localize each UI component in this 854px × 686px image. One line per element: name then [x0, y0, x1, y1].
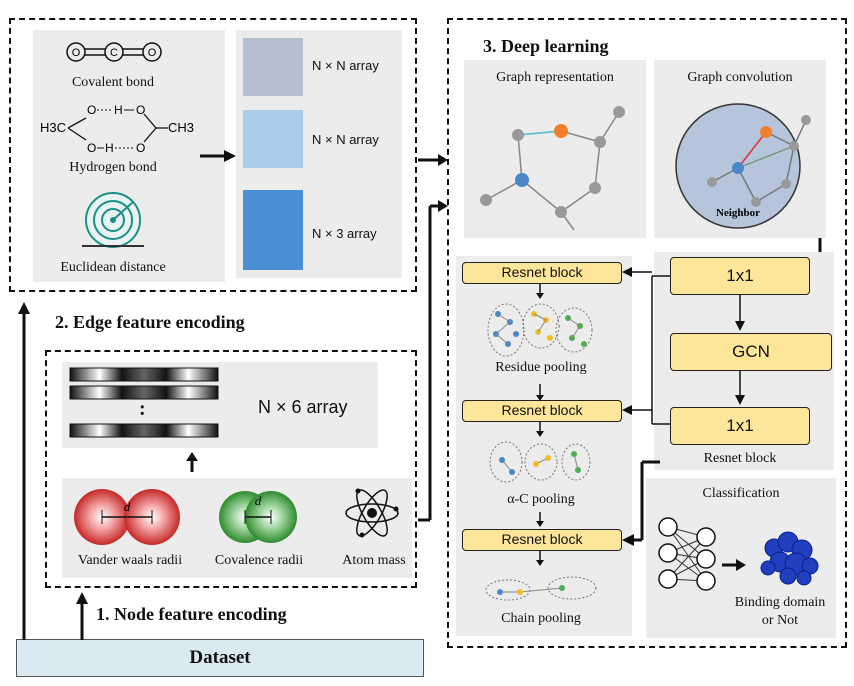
euclidean-distance-label: Euclidean distance: [60, 260, 166, 275]
conv-1x1-bottom: 1x1: [670, 407, 810, 445]
graph-convolution-label: Graph convolution: [687, 70, 793, 85]
svg-text:d: d: [255, 493, 262, 508]
classification-label: Classification: [702, 486, 780, 501]
array-label-3: N × 3 array: [312, 226, 377, 241]
atom-mass-label: Atom mass: [342, 553, 406, 568]
or-not-label: or Not: [761, 613, 799, 628]
neural-network-icon: [658, 517, 716, 591]
graph-convolution-diagram: Neighbor: [675, 103, 811, 229]
array-label-2: N × N array: [312, 132, 379, 147]
gcn-box: GCN: [670, 333, 832, 371]
atom-c: C: [110, 47, 118, 59]
resnet-block-3: Resnet block: [462, 529, 622, 551]
nx3-array-grid: [243, 190, 303, 270]
deep-learning-box: [447, 18, 847, 648]
n6-array-strips: [69, 367, 219, 438]
neighbor-label: Neighbor: [716, 207, 760, 219]
bond-to-array-arrow: [200, 150, 236, 162]
pooling-down-arrows: [536, 284, 544, 566]
n6-array-label: N × 6 array: [258, 397, 348, 417]
atom-icon: [345, 488, 399, 538]
hydrogen-bond-label: Hydrogen bond: [69, 160, 157, 175]
resnet-block-1: Resnet block: [462, 262, 622, 284]
alpha-c-pooling-label: α-C pooling: [507, 492, 575, 507]
strips-up-arrow: [186, 452, 198, 472]
edge-section-heading: 2. Edge feature encoding: [55, 312, 245, 332]
graph-representation-diagram: [480, 106, 625, 231]
covalence-radii-icon: d: [219, 491, 297, 543]
ch3-text: CH3: [168, 120, 194, 135]
hydrogen-bond-icon: H3C O O H O H O CH3: [40, 103, 194, 155]
covalence-radii-label: Covalence radii: [214, 553, 304, 568]
dataset-bar: Dataset: [16, 639, 424, 677]
svg-text:O: O: [87, 103, 96, 117]
alpha-c-pooling-graphic: [489, 441, 591, 483]
chain-pooling-label: Chain pooling: [501, 611, 581, 626]
to-deep-learning-arrows: [418, 154, 448, 522]
protein-structure-icon: [760, 531, 819, 586]
residue-pooling-graphic: [487, 303, 593, 357]
atom-o-right: O: [148, 47, 157, 59]
vander-waals-icon: d: [74, 489, 180, 545]
array-label-1: N × N array: [312, 58, 379, 73]
binding-domain-label: Binding domain: [734, 595, 826, 610]
svg-text:O: O: [136, 141, 145, 155]
skip-connections: [622, 267, 670, 546]
euclidean-distance-icon: [82, 192, 144, 248]
edge-feature-box: [9, 18, 417, 292]
strip-dots: :: [139, 398, 146, 420]
atom-o-left: O: [72, 47, 81, 59]
conv-1x1-top: 1x1: [670, 257, 810, 295]
covalent-bond-label: Covalent bond: [71, 75, 155, 90]
svg-text:H: H: [114, 103, 123, 117]
classification-arrow: [722, 559, 746, 571]
svg-text:H: H: [105, 141, 114, 155]
nxn-array-grid-2: [243, 110, 303, 168]
resnet-internal-arrows: [735, 295, 745, 405]
covalent-bond-icon: O C O: [66, 42, 162, 62]
svg-text:d: d: [124, 499, 131, 514]
graph-representation-label: Graph representation: [496, 70, 614, 85]
h3c-text: H3C: [40, 120, 66, 135]
resnet-block-caption: Resnet block: [703, 451, 777, 466]
nxn-array-grid-1: [243, 38, 303, 96]
residue-pooling-label: Residue pooling: [495, 360, 587, 375]
vander-waals-label: Vander waals radii: [77, 553, 183, 568]
svg-text:O: O: [136, 103, 145, 117]
graph-representation-panel: [464, 60, 646, 238]
node-section-heading: 1. Node feature encoding: [96, 604, 287, 624]
node-feature-box: [45, 350, 417, 588]
resnet-block-2: Resnet block: [462, 400, 622, 422]
svg-text:O: O: [87, 141, 96, 155]
deep-section-heading: 3. Deep learning: [483, 36, 609, 56]
chain-pooling-graphic: [485, 576, 597, 601]
dataset-arrows: [18, 302, 88, 640]
